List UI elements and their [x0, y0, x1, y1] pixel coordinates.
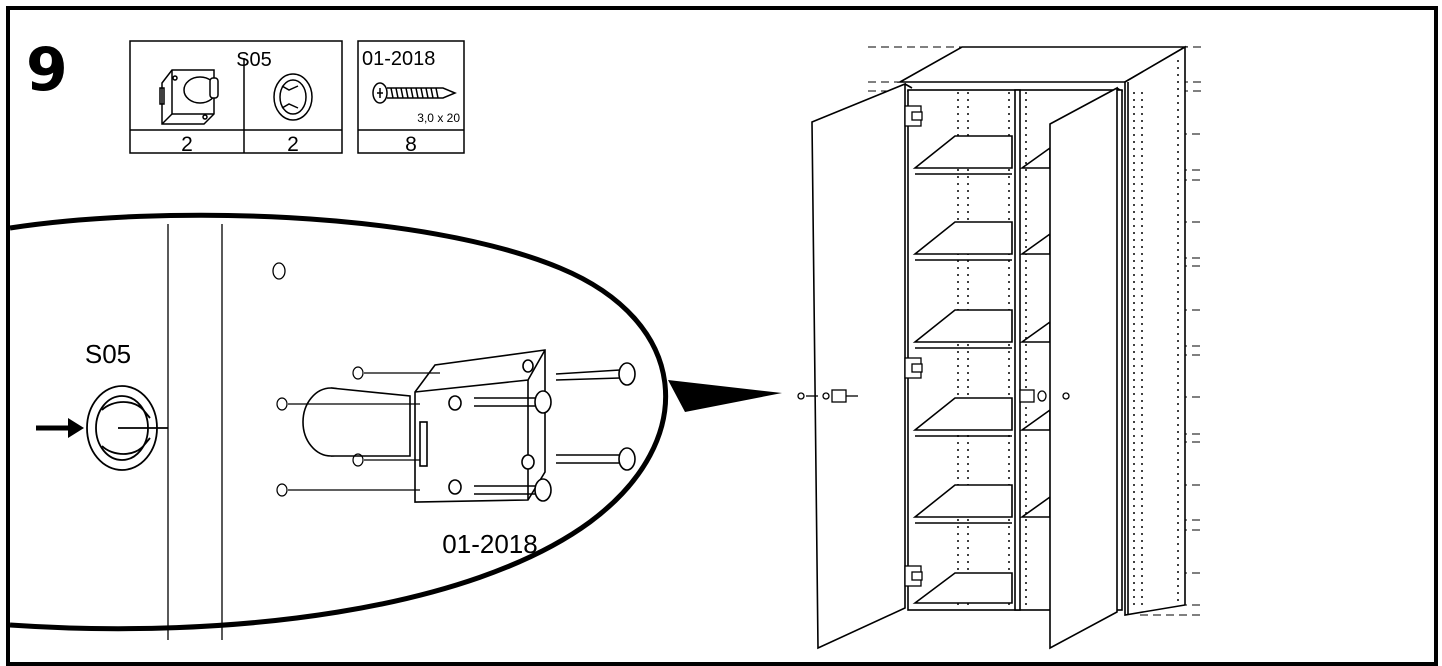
parts-table-2-qty: 8 — [405, 133, 417, 156]
parts-table-1 — [129, 40, 343, 154]
ring-s05-detail — [86, 385, 168, 471]
insert-arrow-icon — [36, 418, 84, 438]
screw-icon — [372, 82, 457, 104]
parts-table-1-code: S05 — [236, 49, 272, 71]
parts-table-1-qty-1: 2 — [181, 133, 193, 156]
parts-table-2-code: 01-2018 — [362, 48, 435, 70]
screw-icon — [474, 362, 636, 502]
door-lock-icon — [797, 389, 1070, 403]
ring-icon — [273, 73, 313, 121]
parts-table-1-qty-2: 2 — [287, 133, 299, 156]
detail-label-s05: S05 — [85, 339, 131, 369]
detail-label-lock: 01-2018 — [442, 529, 537, 559]
detail-callout — [9, 212, 782, 640]
hinge-icon — [904, 105, 923, 587]
parts-table-2-size: 3,0 x 20 — [417, 111, 460, 125]
lock-detail — [302, 349, 636, 503]
step-number: 9 — [26, 35, 68, 105]
lock-icon — [159, 69, 219, 125]
cabinet-drawing — [797, 45, 1205, 650]
parts-table-2 — [357, 40, 465, 154]
